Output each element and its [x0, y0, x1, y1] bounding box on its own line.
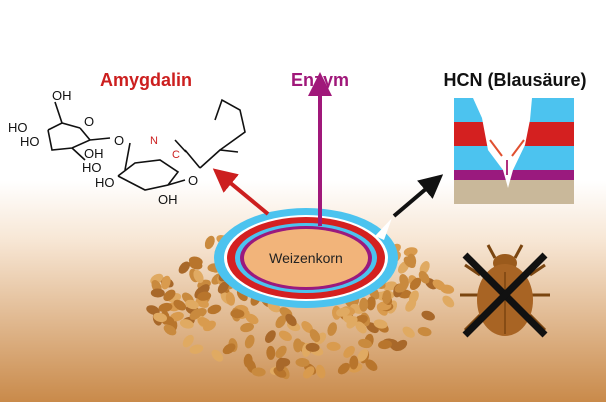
- amygdalin-title: Amygdalin: [100, 70, 192, 90]
- wheat-grain: [343, 345, 355, 358]
- arrow-to-amygdalin: [212, 168, 270, 216]
- wheat-grain: [243, 353, 253, 368]
- wheat-grain: [193, 269, 204, 283]
- atom-labels: OH HO HO O OH O HO HO OH O N C: [8, 88, 198, 207]
- wheat-grain: [326, 341, 341, 351]
- wheat-grain: [203, 320, 216, 332]
- hcn-title: HCN (Blausäure): [443, 70, 586, 90]
- wheat-grain: [342, 314, 357, 325]
- wheat-grain: [146, 305, 160, 315]
- atom-label: HO: [95, 175, 115, 190]
- atom-label: OH: [158, 192, 178, 207]
- grain-center: [244, 229, 368, 287]
- wheat-grain: [266, 345, 276, 360]
- tissue-damage-diagram: [454, 98, 574, 204]
- atom-label: HO: [20, 134, 40, 149]
- wheat-grain: [264, 330, 276, 343]
- wheat-grain: [349, 355, 359, 370]
- wheat-grain: [275, 357, 286, 372]
- wheat-grain: [382, 290, 392, 304]
- wheat-grain: [161, 275, 171, 290]
- ring-notch: [375, 218, 392, 240]
- wheat-grain: [185, 299, 199, 310]
- wheat-grain: [309, 329, 321, 343]
- wheat-grain: [244, 334, 255, 349]
- wheat-grain: [207, 304, 222, 315]
- wheat-grain: [240, 322, 254, 333]
- wheat-grain: [417, 326, 432, 337]
- wheat-grain: [408, 290, 419, 304]
- wheat-grain: [217, 281, 229, 294]
- wheat-grain: [163, 289, 176, 302]
- wheat-grain: [163, 324, 177, 336]
- wheat-grain: [178, 261, 190, 274]
- wheat-grain: [403, 256, 416, 269]
- wheat-grain: [182, 334, 194, 348]
- wheat-grain: [188, 256, 203, 266]
- wheat-grain: [359, 297, 369, 312]
- grain-label: Weizenkorn: [269, 250, 343, 266]
- atom-label: O: [114, 133, 124, 148]
- wheat-grain: [402, 326, 415, 338]
- wheat-grain: [295, 357, 310, 368]
- wheat-grain: [403, 247, 418, 257]
- wheat-grain: [158, 302, 173, 313]
- wheat-grain: [337, 362, 350, 375]
- wheat-grain: [383, 281, 397, 291]
- wheat-grain: [273, 367, 287, 378]
- wheat-grain: [355, 321, 367, 334]
- atom-label: HO: [82, 160, 102, 175]
- wheat-grain: [189, 308, 202, 320]
- wheat-grain: [305, 342, 320, 352]
- enzyme-title: Enzym: [291, 70, 349, 90]
- wheat-grain: [230, 309, 245, 319]
- crossed-out-beetle-icon: [460, 244, 550, 338]
- wheat-grain: [173, 299, 187, 311]
- wheat-grain: [153, 312, 167, 323]
- wheat-grain: [378, 340, 392, 350]
- atom-label: O: [84, 114, 94, 129]
- wheat-grain: [315, 364, 326, 379]
- wheat-grain: [366, 296, 376, 311]
- atom-label: C: [172, 149, 180, 161]
- atom-label: HO: [8, 120, 28, 135]
- wheat-grain: [301, 321, 314, 333]
- wheat-grain: [251, 367, 266, 377]
- wheat-grain: [285, 313, 297, 327]
- atom-label: OH: [52, 88, 72, 103]
- wheat-grain: [409, 277, 422, 291]
- wheat-grain: [189, 344, 204, 354]
- wheat-grain: [197, 291, 212, 301]
- wheat-grain: [225, 291, 236, 306]
- atom-label: N: [150, 135, 158, 147]
- wheat-grain: [204, 235, 215, 250]
- wheat-grain: [222, 343, 236, 355]
- wheat-grain: [327, 322, 337, 336]
- wheat-grain: [373, 319, 388, 329]
- wheat-grain: [170, 311, 184, 322]
- wheat-grain: [211, 349, 224, 362]
- wheat-grain: [418, 270, 430, 284]
- wheat-grain: [275, 315, 287, 329]
- grain-layer-rings: Weizenkorn: [214, 208, 398, 308]
- wheat-grain: [179, 319, 194, 329]
- wheat-grain: [278, 330, 292, 341]
- wheat-grain: [394, 339, 408, 351]
- wheat-grain: [365, 359, 378, 371]
- atom-label: OH: [84, 146, 104, 161]
- atom-label: O: [188, 173, 198, 188]
- wheat-grain: [245, 313, 259, 325]
- wheat-grain: [150, 288, 165, 298]
- wheat-grain: [358, 338, 372, 349]
- wheat-grain: [442, 295, 455, 308]
- wheat-grain: [394, 282, 408, 293]
- wheat-grain: [357, 349, 369, 362]
- wheat-grain: [336, 307, 350, 317]
- arrow-to-hcn: [392, 174, 444, 218]
- wheat-grain: [303, 366, 315, 379]
- amygdalin-structure: [47, 98, 246, 191]
- wheat-grain: [440, 284, 455, 294]
- wheat-grain: [275, 345, 287, 359]
- wheat-grain: [421, 310, 435, 321]
